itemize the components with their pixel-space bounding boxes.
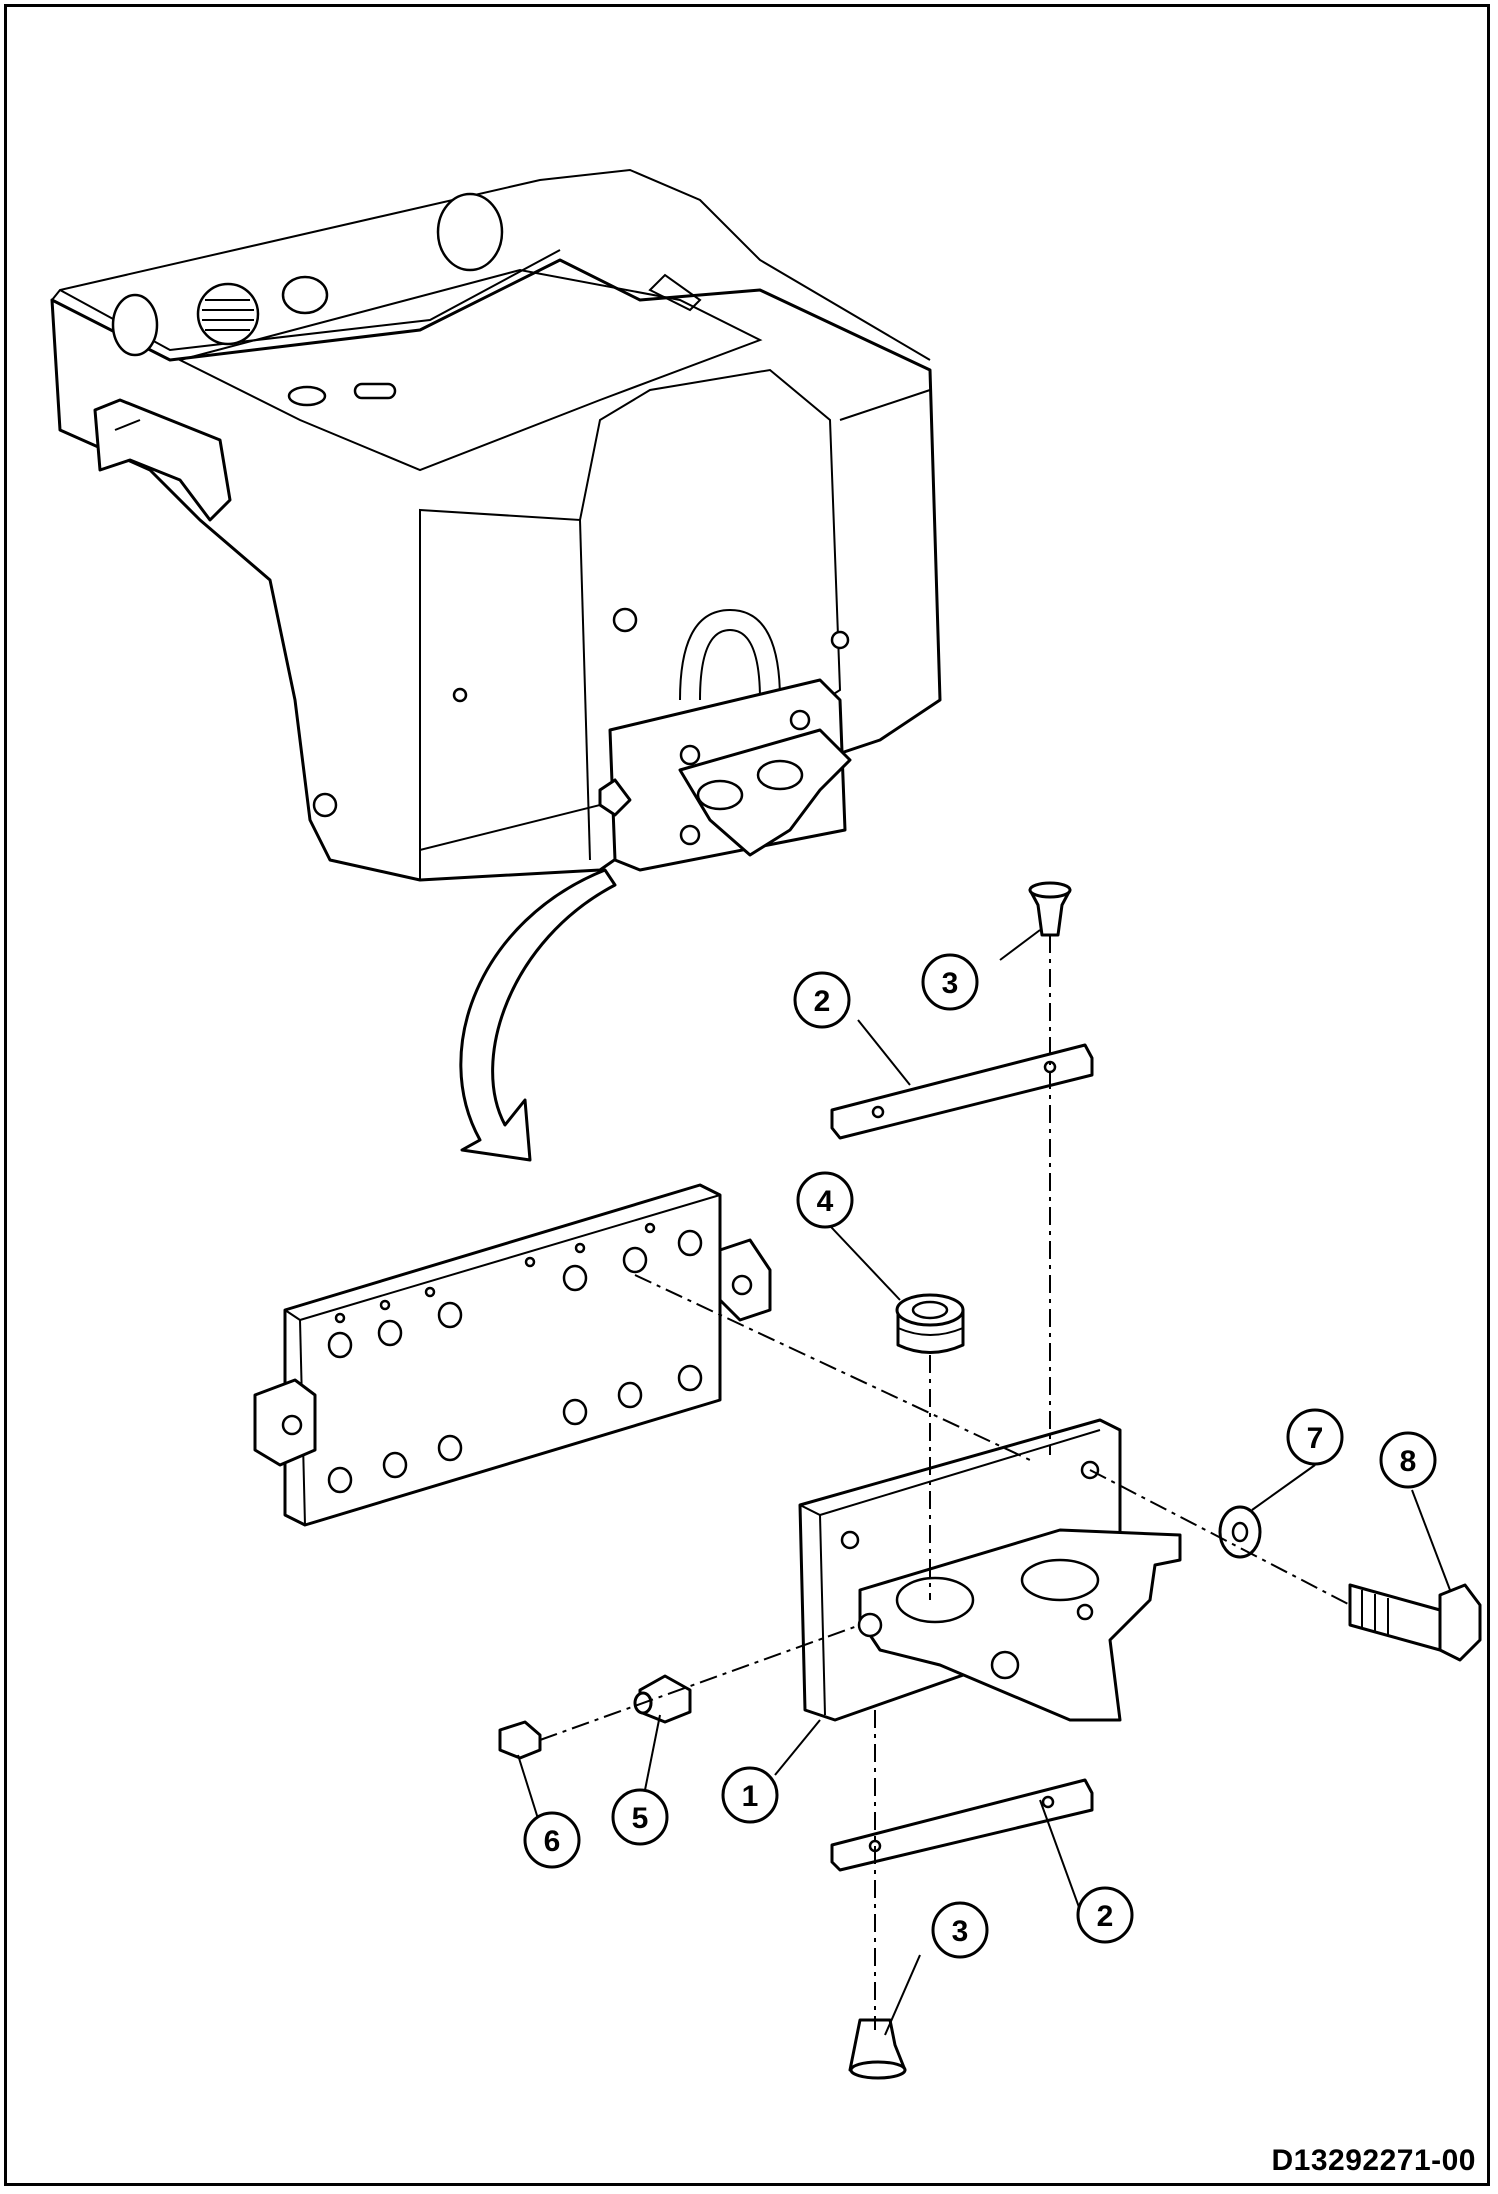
callout-3-top: 3: [921, 953, 979, 1011]
wear-strip-top: [830, 1043, 1094, 1140]
callout-2-bottom: 2: [1076, 1886, 1134, 1944]
direction-arrow: [459, 868, 617, 1162]
grease-fitting: [633, 1674, 692, 1724]
svg-text:2: 2: [814, 985, 831, 1018]
callout-2-top: 2: [793, 971, 851, 1029]
callout-leaders: [517, 929, 1451, 2036]
countersunk-screw-top: [1028, 881, 1072, 937]
svg-text:3: 3: [952, 1915, 969, 1948]
countersunk-screw-bottom: [848, 2018, 907, 2080]
callout-7: 7: [1286, 1408, 1344, 1466]
svg-text:1: 1: [742, 1780, 759, 1813]
wear-strip-bottom: [830, 1778, 1094, 1872]
drawing-number: D13292271-00: [1271, 2144, 1476, 2177]
machine-frame-illustration: [50, 168, 942, 882]
hitch-part-1: [798, 1418, 1182, 1722]
callout-8: 8: [1379, 1431, 1437, 1489]
svg-text:3: 3: [942, 967, 959, 1000]
svg-text:4: 4: [817, 1185, 834, 1218]
mounting-plate: [253, 1183, 772, 1527]
svg-text:7: 7: [1307, 1422, 1324, 1455]
assembly-centerlines: [539, 935, 1351, 2030]
callout-3-bottom: 3: [931, 1901, 989, 1959]
svg-text:2: 2: [1097, 1900, 1114, 1933]
callout-6: 6: [523, 1811, 581, 1869]
svg-text:5: 5: [632, 1802, 649, 1835]
callout-4: 4: [796, 1171, 854, 1229]
washer: [1218, 1505, 1262, 1559]
callout-5: 5: [611, 1788, 669, 1846]
svg-text:8: 8: [1400, 1445, 1417, 1478]
hex-bolt: [1348, 1583, 1482, 1662]
callout-1: 1: [721, 1766, 779, 1824]
bushing: [895, 1293, 965, 1354]
drawing-frame: [4, 4, 1490, 2186]
svg-text:6: 6: [544, 1825, 561, 1858]
protective-cap: [498, 1720, 542, 1760]
